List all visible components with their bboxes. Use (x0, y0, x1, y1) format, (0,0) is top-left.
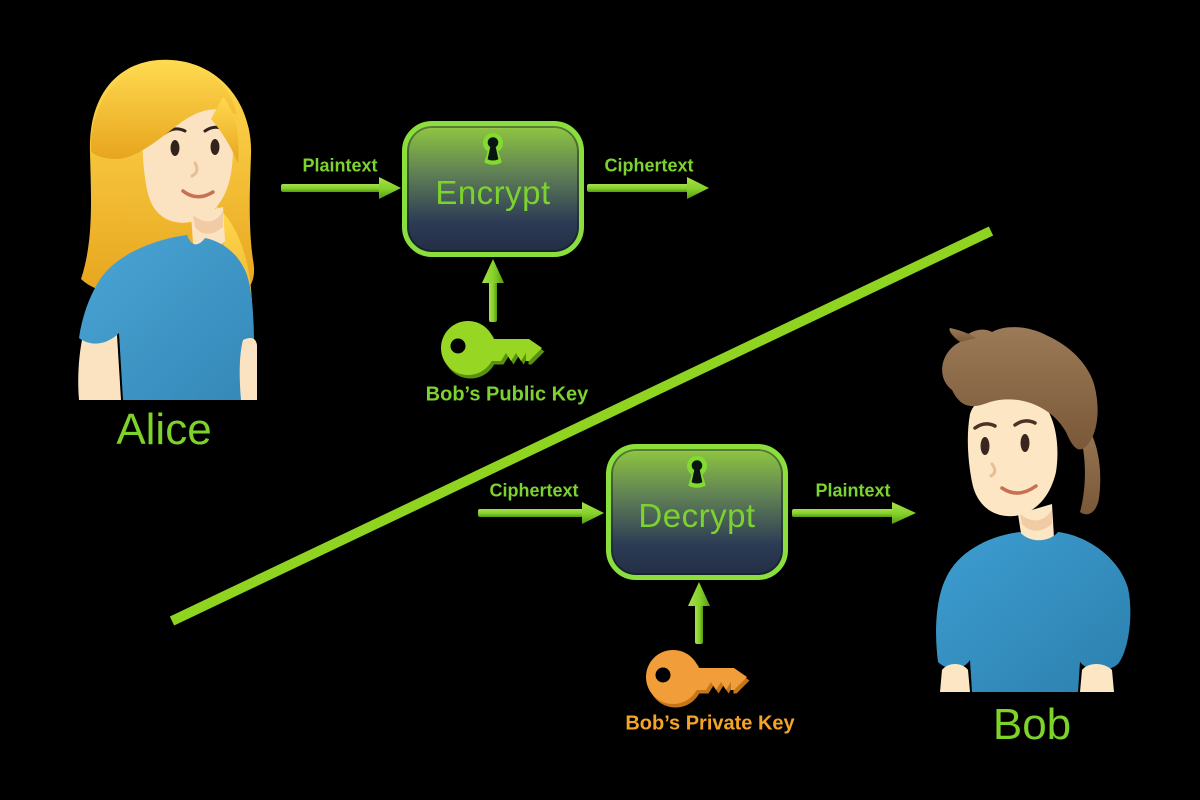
bob-illustration (930, 326, 1142, 692)
bob-face (967, 390, 1058, 546)
private-key-label: Bob’s Private Key (625, 712, 795, 735)
arrow-encrypt-to-ciphertext (587, 177, 709, 199)
bob-arm-right (1080, 664, 1114, 692)
alice-name-label: Alice (116, 405, 212, 454)
public-key-label: Bob’s Public Key (425, 383, 589, 406)
arrow-private-key-to-decrypt (688, 582, 710, 644)
diagonal-divider-line (169, 226, 994, 626)
ciphertext-label-bottom: Ciphertext (489, 480, 579, 501)
arrow-public-key-to-encrypt (482, 259, 504, 322)
alice-arm-left (78, 326, 121, 400)
encrypt-box: Encrypt (402, 121, 584, 257)
plaintext-label-bottom: Plaintext (815, 480, 891, 501)
alice-hair-front (90, 62, 239, 163)
bob-shirt (936, 532, 1131, 692)
arrow-plaintext-to-encrypt (281, 177, 401, 199)
encrypt-box-label: Encrypt (435, 174, 551, 211)
bob-arm-left (940, 664, 970, 692)
ciphertext-label-top: Ciphertext (604, 155, 694, 176)
private-key-icon (646, 650, 750, 708)
bob-hair-top (942, 327, 1098, 450)
alice-illustration (55, 55, 260, 400)
arrow-decrypt-to-plaintext (792, 502, 916, 524)
bob-name-label: Bob (992, 700, 1072, 749)
plaintext-label-top: Plaintext (302, 155, 378, 176)
keyhole-icon (687, 456, 707, 488)
decrypt-box-label: Decrypt (638, 497, 756, 534)
public-key-icon (441, 321, 545, 379)
alice-arm-right (239, 337, 257, 400)
arrow-ciphertext-to-decrypt (478, 502, 604, 524)
keyhole-icon (483, 133, 503, 165)
decrypt-box: Decrypt (606, 444, 788, 580)
alice-shirt (79, 235, 255, 400)
